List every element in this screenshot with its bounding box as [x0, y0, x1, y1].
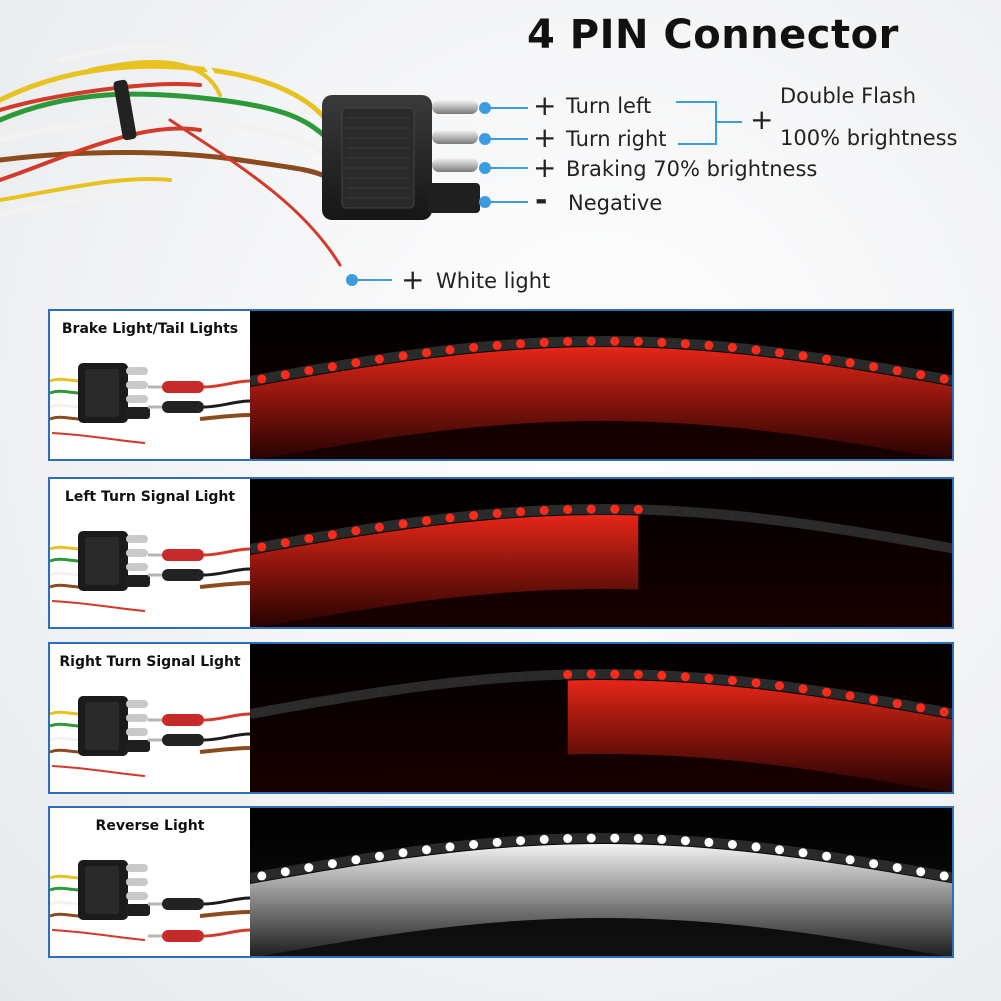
white-wire-sign: +: [401, 263, 425, 296]
white-wire-label: White light: [436, 269, 551, 293]
pin-negative-sign: -: [535, 183, 548, 218]
pin-turn-left-sign: +: [533, 89, 557, 122]
panel-label: Reverse Light: [95, 818, 205, 834]
connector-thumbnail: [50, 363, 250, 444]
panel-reverse: Reverse Light: [48, 806, 954, 958]
turn-bracket: [676, 101, 742, 145]
pin-turn-left-label: Turn left: [566, 94, 652, 118]
led-strip: [250, 479, 952, 627]
wire-bundle: [0, 44, 342, 267]
combined-line2: 100% brightness: [780, 126, 958, 150]
led-strip: [250, 311, 952, 459]
panel-label: Right Turn Signal Light: [59, 654, 241, 670]
connector-thumbnail: [50, 531, 250, 612]
connector-thumbnail: [50, 696, 250, 777]
callout-dots: [346, 102, 491, 286]
panel-left-turn: Left Turn Signal Light: [48, 477, 954, 629]
combined-sign: +: [750, 103, 774, 136]
pin-turn-right-label: Turn right: [566, 127, 667, 151]
panel-label: Left Turn Signal Light: [64, 489, 236, 505]
led-strip: [250, 644, 952, 792]
combined-line1: Double Flash: [780, 84, 917, 108]
panel-brake-lights: Brake Light/Tail Lights: [48, 309, 954, 461]
connector-diagram: [0, 44, 742, 286]
pin-negative-label: Negative: [568, 191, 663, 215]
panel-right-turn: Right Turn Signal Light: [48, 642, 954, 794]
pin-braking-sign: +: [533, 151, 557, 184]
panel-label: Brake Light/Tail Lights: [61, 321, 239, 337]
connector-thumbnail: [50, 860, 250, 942]
led-strip: [250, 808, 952, 956]
pin-turn-right-sign: +: [533, 121, 557, 154]
page-title: 4 PIN Connector: [527, 12, 899, 58]
connector-plug: [322, 95, 480, 220]
callout-lines: [352, 107, 528, 281]
pin-braking-label: Braking 70% brightness: [566, 157, 818, 181]
